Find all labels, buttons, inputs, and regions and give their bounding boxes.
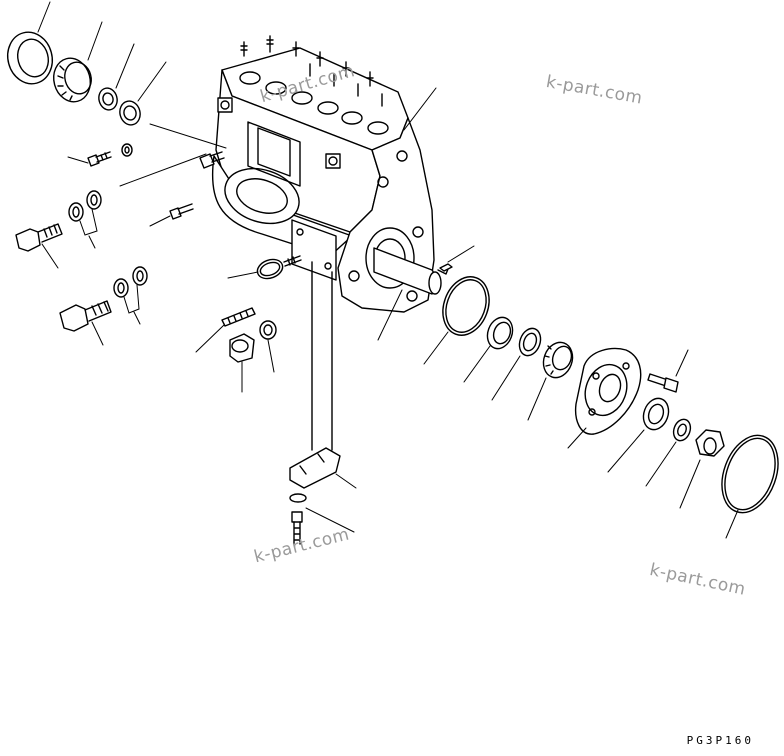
plug-screw <box>199 151 225 169</box>
spring-washer <box>607 397 670 473</box>
bearing-race-outer <box>463 316 514 383</box>
roller-bearing-inner <box>527 341 574 421</box>
cap-plug <box>229 333 255 393</box>
stud-bolt-long <box>195 307 256 353</box>
banjo-bolt-upper <box>15 223 63 269</box>
washers-lower-pair <box>113 266 148 325</box>
o-ring-small <box>227 258 284 280</box>
coupling-flange <box>567 347 642 449</box>
bracket-bolt <box>291 507 355 545</box>
shim-ring <box>491 327 542 401</box>
oil-seal-ring <box>7 1 53 85</box>
small-washer <box>121 143 133 157</box>
shim-washer-1 <box>98 43 135 111</box>
washers-upper-pair <box>68 190 102 249</box>
injection-pump-body <box>211 35 449 313</box>
support-bracket <box>289 447 357 489</box>
flat-washer <box>645 418 692 487</box>
key <box>439 263 453 272</box>
drawing-code: PG3P160 <box>686 734 754 747</box>
stud-bolt-short <box>283 255 302 267</box>
gasket-washer <box>259 320 277 373</box>
taper-roller-bearing <box>53 21 103 103</box>
screw-small-2 <box>149 203 194 227</box>
flange-screw <box>647 349 689 393</box>
hex-nut <box>679 429 725 509</box>
o-ring-large <box>423 276 490 365</box>
shim-washer-2 <box>119 61 167 126</box>
screw-small-1 <box>67 151 112 167</box>
bracket-washer <box>289 493 307 503</box>
banjo-bolt-lower <box>59 300 112 346</box>
o-ring-cover <box>721 434 779 539</box>
delivery-valve-holders <box>239 35 389 135</box>
